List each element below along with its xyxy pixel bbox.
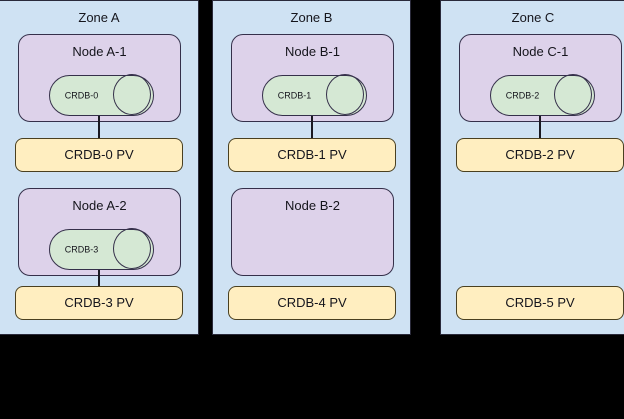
node-box-c-1[interactable]: Node C-1 CRDB-2 [459,34,622,122]
pv-box-crdb-4[interactable]: CRDB-4 PV [228,286,396,320]
connector-crdb-2-to-pv [539,116,541,139]
cylinder-cap-icon [113,228,151,269]
pv-box-crdb-0[interactable]: CRDB-0 PV [15,138,183,172]
cylinder-cap-icon [554,74,592,115]
pv-box-crdb-3[interactable]: CRDB-3 PV [15,286,183,320]
node-a-2-label: Node A-2 [72,198,127,213]
node-c-1-label: Node C-1 [512,44,569,59]
pv-crdb-2-label: CRDB-2 PV [505,147,575,162]
zone-b-title: Zone B [290,10,333,25]
zone-a-title: Zone A [78,10,120,25]
connector-crdb-3-to-pv [98,270,100,293]
pv-box-crdb-1[interactable]: CRDB-1 PV [228,138,396,172]
node-box-b-1[interactable]: Node B-1 CRDB-1 [231,34,394,122]
pv-box-crdb-5[interactable]: CRDB-5 PV [456,286,624,320]
pod-crdb-1-label: CRDB-1 [277,90,312,100]
node-a-1-label: Node A-1 [72,44,127,59]
pod-crdb-0-label: CRDB-0 [64,90,99,100]
pv-box-crdb-2[interactable]: CRDB-2 PV [456,138,624,172]
pod-cylinder-crdb-2[interactable]: CRDB-2 [490,74,595,116]
zone-panel-c[interactable]: Zone C Node C-1 CRDB-2 CRDB-2 PV CRDB-5 … [440,0,624,335]
cylinder-cap-icon [113,74,151,115]
pv-crdb-5-label: CRDB-5 PV [505,295,575,310]
pv-crdb-1-label: CRDB-1 PV [277,147,347,162]
node-b-1-label: Node B-1 [285,44,340,59]
pod-cylinder-crdb-1[interactable]: CRDB-1 [262,74,367,116]
connector-crdb-1-to-pv [311,116,313,139]
pod-crdb-3-label: CRDB-3 [64,244,99,254]
node-b-2-label: Node B-2 [285,198,340,213]
node-box-a-1[interactable]: Node A-1 CRDB-0 [18,34,181,122]
pod-cylinder-crdb-0[interactable]: CRDB-0 [49,74,154,116]
zone-c-title: Zone C [511,10,555,25]
pv-crdb-4-label: CRDB-4 PV [277,295,347,310]
pv-crdb-0-label: CRDB-0 PV [64,147,134,162]
pod-crdb-2-label: CRDB-2 [505,90,540,100]
cylinder-cap-icon [326,74,364,115]
connector-crdb-0-to-pv [98,116,100,139]
zone-panel-a[interactable]: Zone A Node A-1 CRDB-0 CRDB-0 PV Node A-… [0,0,199,335]
zone-panel-b[interactable]: Zone B Node B-1 CRDB-1 CRDB-1 PV Node B-… [212,0,411,335]
pod-cylinder-crdb-3[interactable]: CRDB-3 [49,228,154,270]
pv-crdb-3-label: CRDB-3 PV [64,295,134,310]
node-box-b-2[interactable]: Node B-2 [231,188,394,276]
node-box-a-2[interactable]: Node A-2 CRDB-3 [18,188,181,276]
